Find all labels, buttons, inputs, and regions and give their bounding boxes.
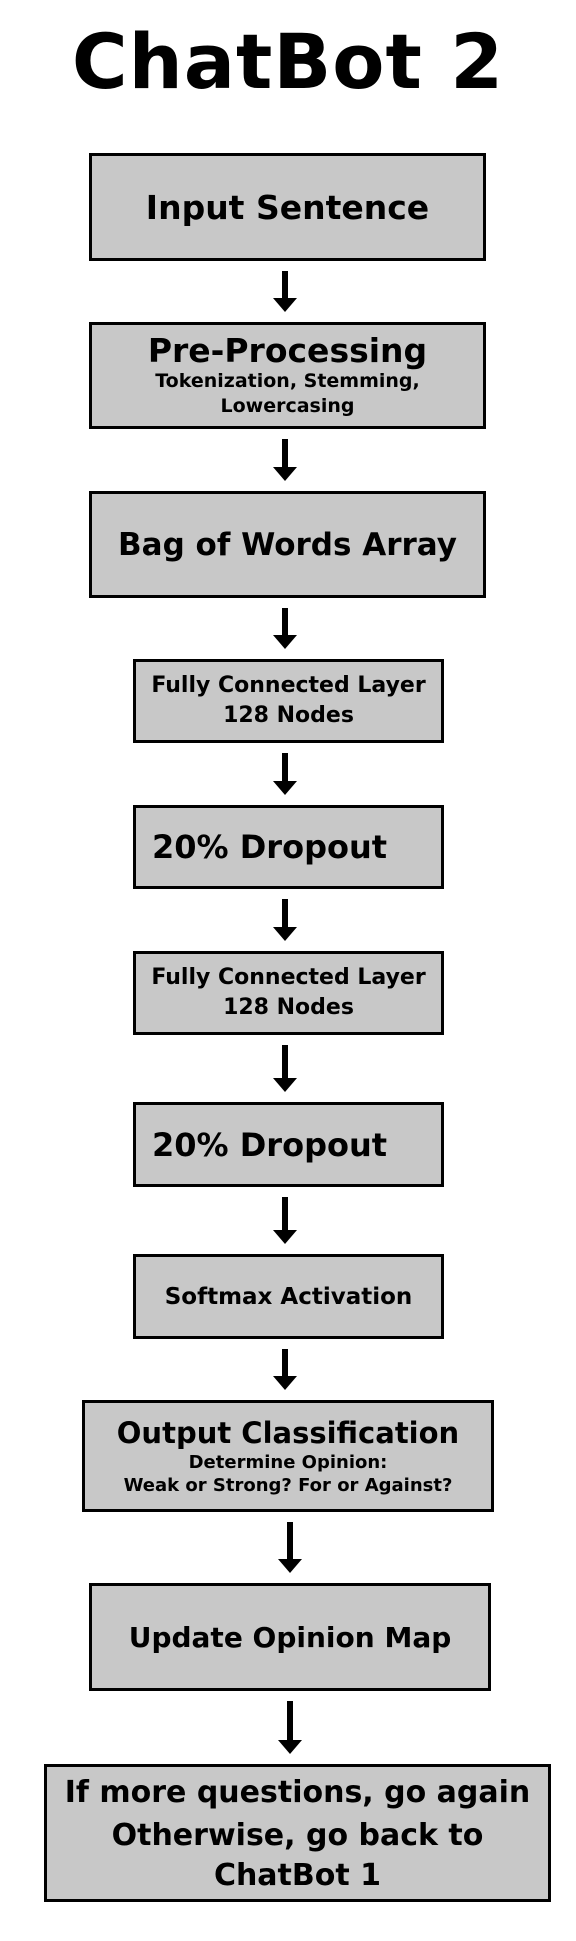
step-detail: Lowercasing xyxy=(220,394,355,417)
step-label: 20% Dropout xyxy=(152,828,388,866)
step-detail: 128 Nodes xyxy=(223,703,354,728)
step-label: Fully Connected Layer xyxy=(151,965,426,990)
flow-arrow-icon xyxy=(273,1349,297,1390)
flow-arrow-icon xyxy=(273,899,297,941)
step-detail: Weak or Strong? For or Against? xyxy=(123,1475,453,1496)
step-final-decision: If more questions, go again Otherwise, g… xyxy=(44,1764,551,1902)
step-label: Bag of Words Array xyxy=(118,526,457,563)
step-softmax-activation: Softmax Activation xyxy=(133,1254,444,1339)
step-dropout-1: 20% Dropout xyxy=(133,805,444,889)
flow-arrow-icon xyxy=(273,608,297,649)
step-detail: 128 Nodes xyxy=(223,995,354,1020)
step-detail: ChatBot 1 xyxy=(213,1858,382,1893)
step-label: If more questions, go again xyxy=(64,1775,531,1810)
step-output-classification: Output Classification Determine Opinion:… xyxy=(82,1400,494,1512)
step-update-opinion-map: Update Opinion Map xyxy=(89,1583,491,1691)
step-label: Softmax Activation xyxy=(164,1283,413,1310)
step-dropout-2: 20% Dropout xyxy=(133,1102,444,1187)
flow-arrow-icon xyxy=(273,1045,297,1092)
flow-arrow-icon xyxy=(273,271,297,312)
step-detail: Otherwise, go back to xyxy=(111,1818,484,1853)
step-input-sentence: Input Sentence xyxy=(89,153,486,261)
step-label: Input Sentence xyxy=(145,187,430,227)
flow-arrow-icon xyxy=(273,753,297,795)
flow-arrow-icon xyxy=(273,1197,297,1244)
step-label: Fully Connected Layer xyxy=(151,673,426,698)
step-pre-processing: Pre-Processing Tokenization, Stemming, L… xyxy=(89,322,486,429)
step-fully-connected-2: Fully Connected Layer 128 Nodes xyxy=(133,951,444,1035)
step-label: Update Opinion Map xyxy=(128,1620,452,1654)
flow-arrow-icon xyxy=(273,439,297,481)
step-label: Pre-Processing xyxy=(147,330,428,370)
step-fully-connected-1: Fully Connected Layer 128 Nodes xyxy=(133,659,444,743)
step-detail: Determine Opinion: xyxy=(188,1452,388,1473)
flow-arrow-icon xyxy=(278,1701,302,1754)
step-detail: Tokenization, Stemming, xyxy=(155,369,420,392)
step-bag-of-words: Bag of Words Array xyxy=(89,491,486,598)
step-label: 20% Dropout xyxy=(152,1125,388,1164)
flow-arrow-icon xyxy=(278,1522,302,1573)
diagram-title: ChatBot 2 xyxy=(71,17,505,106)
step-label: Output Classification xyxy=(116,1416,460,1450)
